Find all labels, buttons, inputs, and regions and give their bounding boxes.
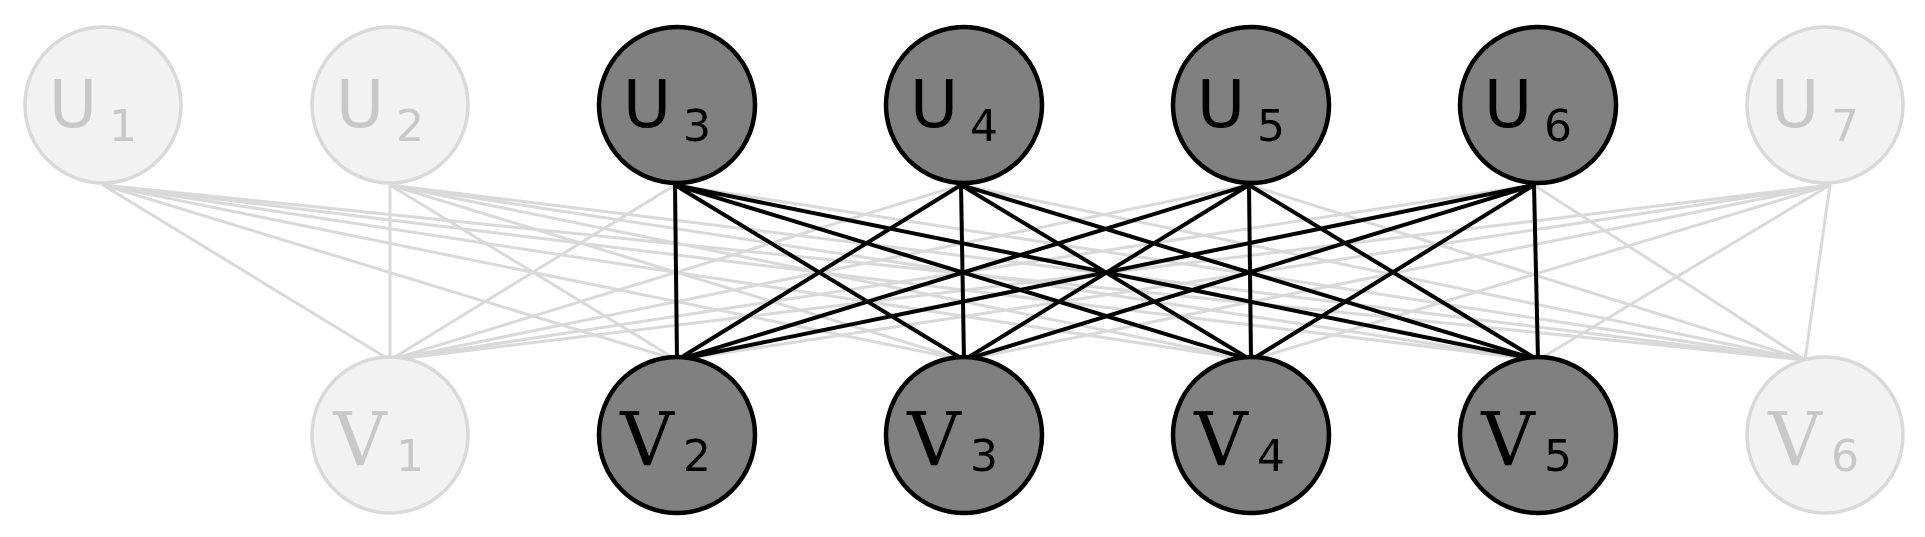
edge-u6-v3 xyxy=(962,183,1536,362)
node-letter: V xyxy=(1193,397,1249,483)
node-letter: U xyxy=(910,66,958,143)
node-circle xyxy=(1170,24,1332,186)
node-letter: V xyxy=(906,397,962,483)
node-circle xyxy=(596,24,758,186)
node-subscript: 4 xyxy=(970,101,998,152)
edge-u4-v2 xyxy=(675,183,963,362)
node-circle xyxy=(310,355,470,515)
edge-u3-v1 xyxy=(388,183,677,362)
node-letter: V xyxy=(332,397,388,483)
node-letter: U xyxy=(1197,66,1245,143)
node-subscript: 5 xyxy=(1544,431,1572,482)
node-subscript: 2 xyxy=(396,101,424,152)
inactive-edges xyxy=(101,183,1832,362)
node-letter: V xyxy=(619,397,675,483)
node-subscript: 4 xyxy=(1257,431,1285,482)
node-circle xyxy=(883,354,1045,516)
node-circle xyxy=(1170,354,1332,516)
node-circle xyxy=(1457,354,1619,516)
node-letter: V xyxy=(1480,397,1536,483)
edge-u7-v5 xyxy=(1536,183,1832,362)
node-circle xyxy=(883,24,1045,186)
node-circle xyxy=(310,25,470,185)
node-subscript: 6 xyxy=(1831,431,1859,482)
node-circle xyxy=(1745,355,1905,515)
edge-u7-v4 xyxy=(1249,183,1832,362)
edge-u6-v6 xyxy=(1532,183,1807,362)
edge-u3-v2 xyxy=(673,183,679,362)
node-letter: U xyxy=(49,66,97,143)
node-subscript: 6 xyxy=(1544,101,1572,152)
node-circle xyxy=(1745,25,1905,185)
node-subscript: 2 xyxy=(683,431,711,482)
node-letter: U xyxy=(1771,66,1819,143)
node-letter: U xyxy=(1484,66,1532,143)
node-subscript: 1 xyxy=(396,431,424,482)
node-circle xyxy=(596,354,758,516)
node-letter: V xyxy=(1767,397,1823,483)
edge-u5-v2 xyxy=(675,183,1251,362)
node-subscript: 3 xyxy=(970,431,998,482)
node-letter: U xyxy=(336,66,384,143)
node-subscript: 3 xyxy=(683,101,711,152)
active-edges xyxy=(673,183,1540,362)
node-subscript: 5 xyxy=(1257,101,1285,152)
node-letter: U xyxy=(623,66,671,143)
edge-u7-v6 xyxy=(1803,183,1832,362)
node-circle xyxy=(23,25,183,185)
node-circle xyxy=(1457,24,1619,186)
edge-u6-v5 xyxy=(1532,183,1540,362)
node-subscript: 7 xyxy=(1831,101,1859,152)
node-subscript: 1 xyxy=(109,101,137,152)
edge-u1-v1 xyxy=(101,183,392,362)
edge-u6-v2 xyxy=(675,183,1536,362)
edge-u6-v4 xyxy=(1249,183,1536,362)
